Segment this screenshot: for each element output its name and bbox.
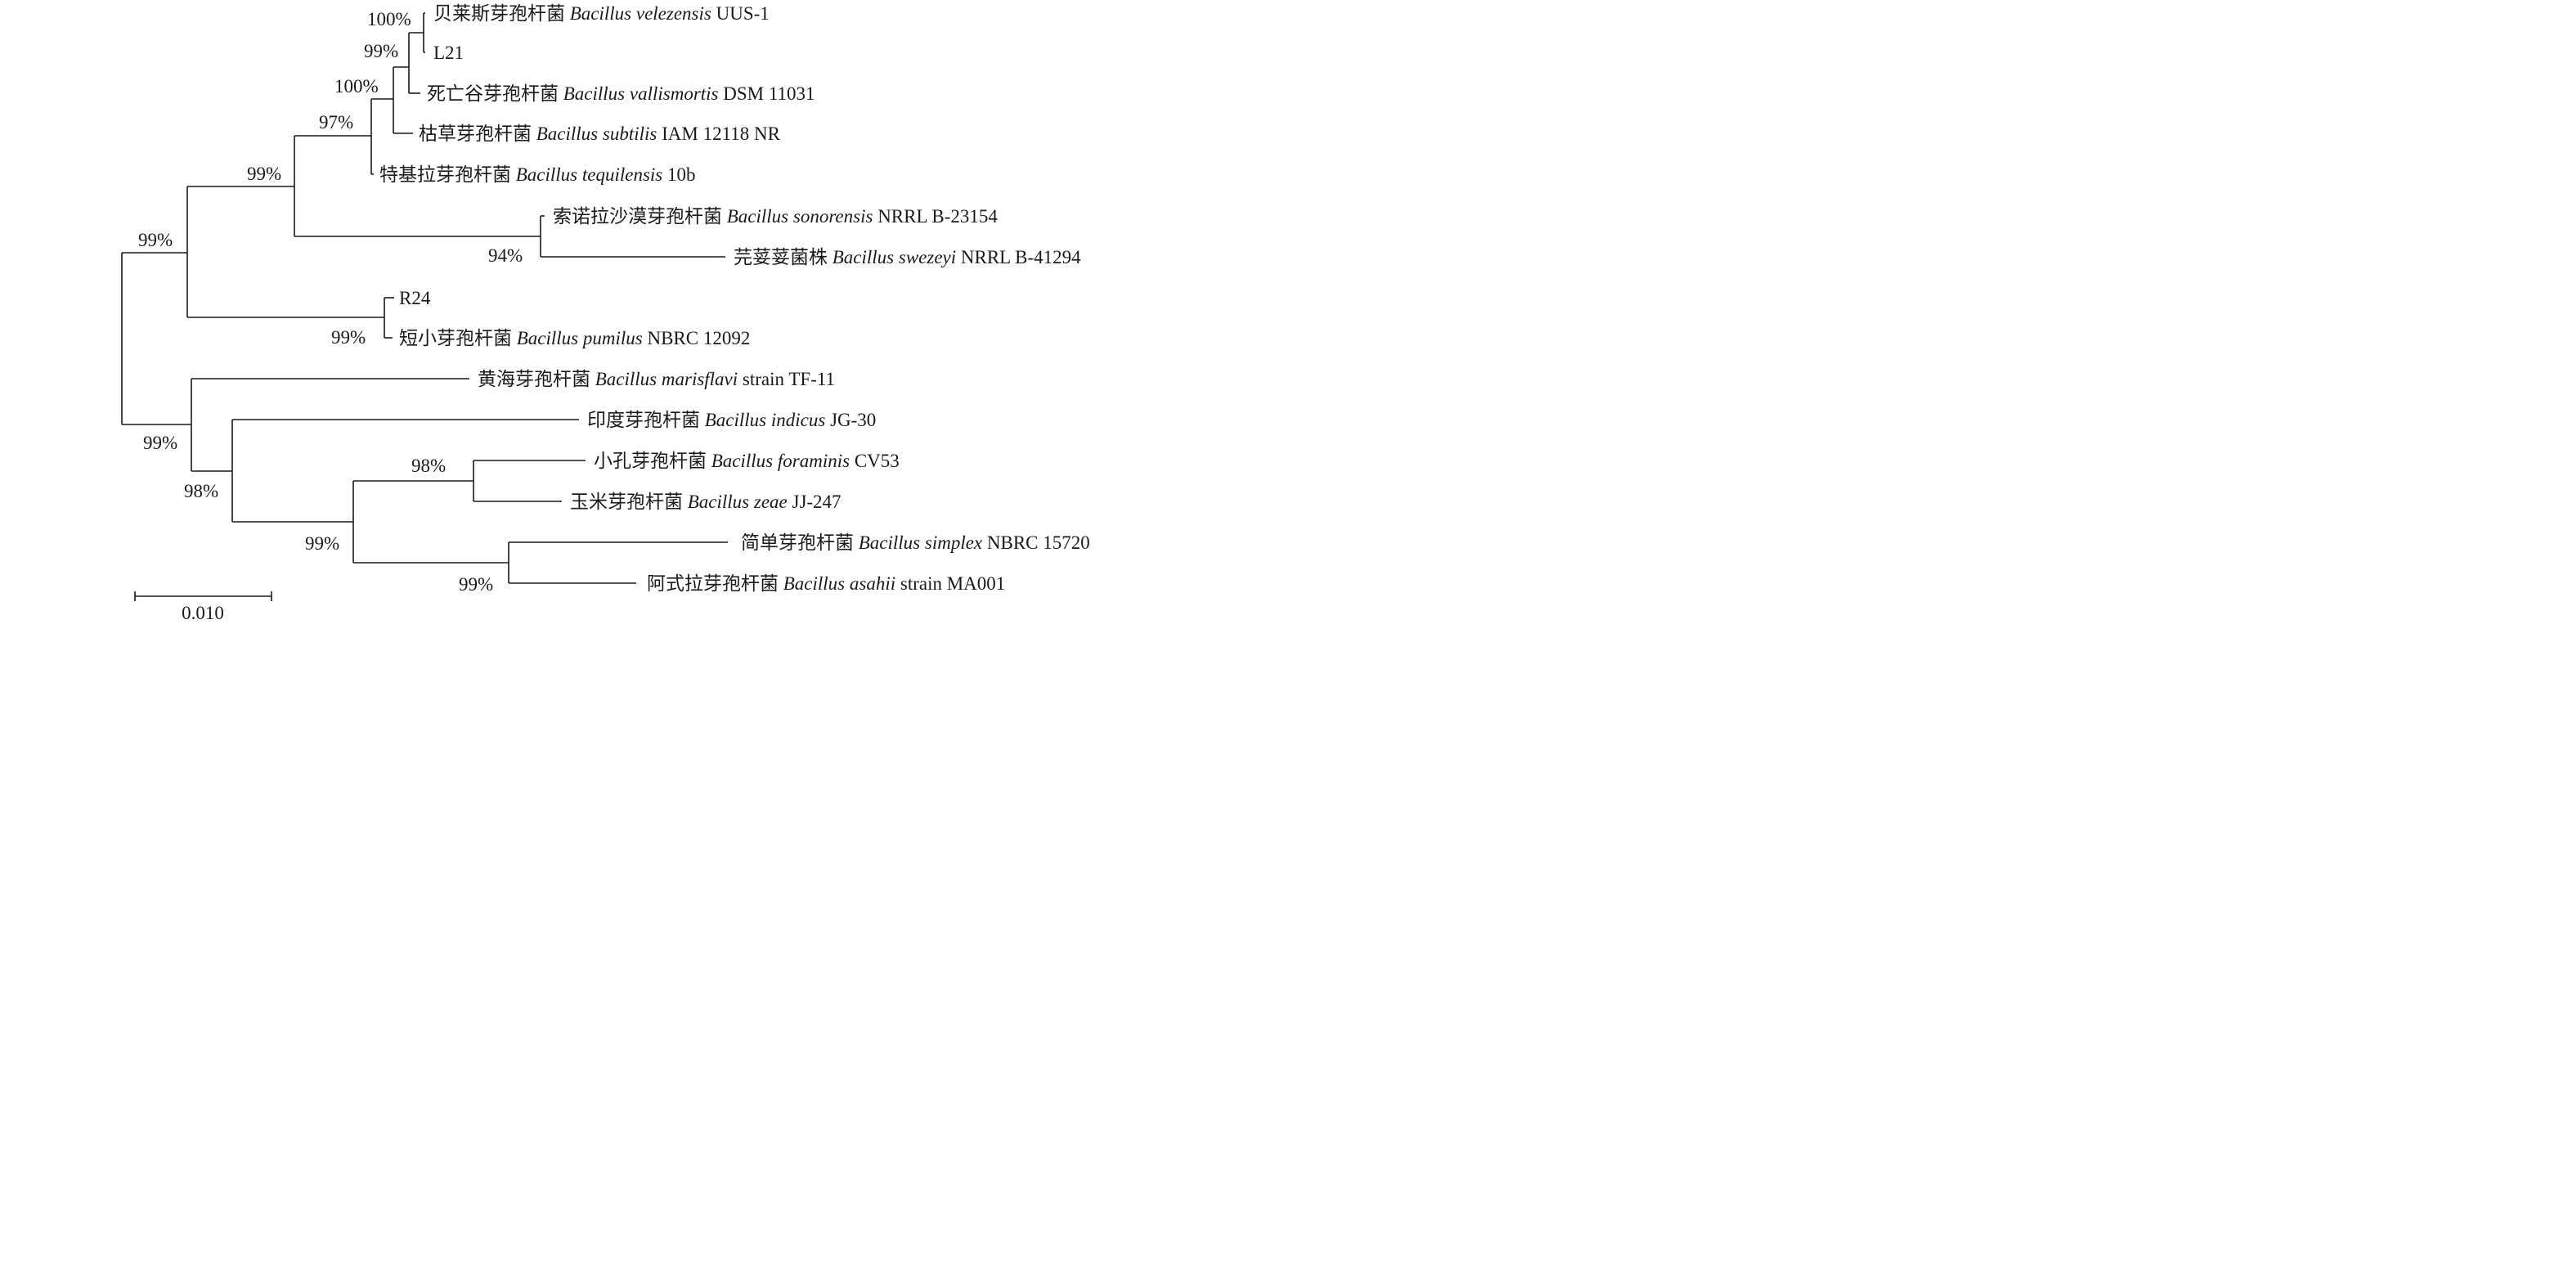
leaf-strain: strain TF-11 bbox=[743, 369, 835, 389]
bootstrap-lower-clade: 98% bbox=[184, 481, 218, 501]
leaf-strain: UUS-1 bbox=[716, 3, 770, 24]
leaf-cn-name: 枯草芽孢杆菌 bbox=[419, 124, 532, 144]
leaf-label-sonorensis: 索诺拉沙漠芽孢杆菌 Bacillus sonorensis NRRL B-231… bbox=[553, 206, 998, 227]
leaf-strain: L21 bbox=[433, 43, 464, 63]
phylogenetic-tree: 贝莱斯芽孢杆菌 Bacillus velezensis UUS-1 L21 死亡… bbox=[121, 3, 1090, 623]
leaf-label-marisflavi: 黄海芽孢杆菌 Bacillus marisflavi strain TF-11 bbox=[478, 369, 835, 389]
bootstrap-uus1-l21: 100% bbox=[367, 9, 411, 29]
leaf-species-name: Bacillus vallismortis bbox=[563, 83, 719, 104]
leaf-strain: NRRL B-41294 bbox=[961, 247, 1081, 267]
leaf-strain: NBRC 12092 bbox=[647, 328, 750, 348]
leaf-strain: NBRC 15720 bbox=[987, 532, 1090, 553]
leaf-cn-name: 贝莱斯芽孢杆菌 bbox=[433, 3, 565, 24]
leaf-species-name: Bacillus pumilus bbox=[517, 328, 643, 348]
leaf-cn-name: 特基拉芽孢杆菌 bbox=[379, 164, 511, 185]
leaf-species-name: Bacillus tequilensis bbox=[516, 164, 663, 185]
tree-branches bbox=[121, 12, 728, 601]
bootstrap-l21-vallismortis: 99% bbox=[364, 41, 398, 61]
leaf-strain: NRRL B-23154 bbox=[877, 206, 998, 227]
leaf-label-zeae: 玉米芽孢杆菌 Bacillus zeae JJ-247 bbox=[570, 492, 841, 512]
bootstrap-root: 99% bbox=[143, 433, 177, 453]
leaf-species-name: Bacillus marisflavi bbox=[595, 369, 738, 389]
leaf-label-tequilensis: 特基拉芽孢杆菌 Bacillus tequilensis 10b bbox=[379, 164, 696, 185]
leaf-cn-name: 简单芽孢杆菌 bbox=[741, 532, 854, 553]
leaf-label-foraminis: 小孔芽孢杆菌 Bacillus foraminis CV53 bbox=[594, 451, 900, 471]
leaf-cn-name: 芫荽荽菌株 bbox=[734, 247, 828, 267]
leaf-label-r24: R24 bbox=[399, 288, 431, 308]
leaf-cn-name: 死亡谷芽孢杆菌 bbox=[427, 83, 559, 104]
leaf-label-l21: L21 bbox=[433, 43, 464, 63]
leaf-strain: IAM 12118 NR bbox=[662, 124, 780, 144]
leaf-species-name: Bacillus foraminis bbox=[711, 451, 850, 471]
bootstrap-simplex-group: 99% bbox=[305, 533, 339, 554]
bootstrap-subtilis-group: 99% bbox=[247, 164, 281, 184]
leaf-species-name: Bacillus asahii bbox=[783, 573, 895, 594]
leaf-strain: R24 bbox=[399, 288, 431, 308]
leaf-label-subtilis: 枯草芽孢杆菌 Bacillus subtilis IAM 12118 NR bbox=[419, 124, 781, 144]
leaf-species-name: Bacillus sonorensis bbox=[727, 206, 873, 227]
leaf-cn-name: 阿式拉芽孢杆菌 bbox=[647, 573, 779, 594]
leaf-strain: strain MA001 bbox=[900, 573, 1005, 594]
leaf-label-uus1: 贝莱斯芽孢杆菌 Bacillus velezensis UUS-1 bbox=[433, 3, 770, 24]
leaf-species-name: Bacillus indicus bbox=[705, 410, 826, 430]
leaf-strain: JJ-247 bbox=[792, 492, 841, 512]
leaf-cn-name: 短小芽孢杆菌 bbox=[399, 328, 512, 348]
leaf-cn-name: 玉米芽孢杆菌 bbox=[570, 492, 683, 512]
scale-bar-label: 0.010 bbox=[182, 603, 224, 623]
bootstrap-foraminis-node: 98% bbox=[411, 456, 446, 476]
leaf-label-simplex: 简单芽孢杆菌 Bacillus simplex NBRC 15720 bbox=[741, 532, 1090, 553]
leaf-label-vallismortis: 死亡谷芽孢杆菌 Bacillus vallismortis DSM 11031 bbox=[427, 83, 815, 104]
bootstrap-upper-clade: 99% bbox=[138, 230, 173, 250]
leaf-species-name: Bacillus velezensis bbox=[570, 3, 711, 24]
bootstrap-simplex-node: 99% bbox=[459, 574, 493, 595]
leaf-species-name: Bacillus swezeyi bbox=[832, 247, 956, 267]
leaf-label-swezeyi: 芫荽荽菌株 Bacillus swezeyi NRRL B-41294 bbox=[734, 247, 1081, 267]
leaf-strain: DSM 11031 bbox=[723, 83, 815, 104]
bootstrap-sonorensis-node: 94% bbox=[488, 245, 523, 266]
leaf-species-name: Bacillus zeae bbox=[688, 492, 788, 512]
leaf-cn-name: 小孔芽孢杆菌 bbox=[594, 451, 707, 471]
leaf-cn-name: 印度芽孢杆菌 bbox=[587, 410, 700, 430]
bootstrap-tequilensis-node: 97% bbox=[319, 112, 353, 132]
leaf-label-asahii: 阿式拉芽孢杆菌 Bacillus asahii strain MA001 bbox=[647, 573, 1005, 594]
bootstrap-subtilis-node: 100% bbox=[334, 76, 379, 97]
leaf-species-name: Bacillus simplex bbox=[859, 532, 983, 553]
bootstrap-values: 100% 99% 100% 97% 99% 94% 99% 99% 99% 98… bbox=[138, 9, 523, 595]
leaf-strain: 10b bbox=[667, 164, 696, 185]
bootstrap-pumilus-node: 99% bbox=[331, 327, 366, 348]
leaf-strain: JG-30 bbox=[830, 410, 876, 430]
leaf-species-name: Bacillus subtilis bbox=[536, 124, 657, 144]
leaf-labels: 贝莱斯芽孢杆菌 Bacillus velezensis UUS-1 L21 死亡… bbox=[379, 3, 1090, 594]
leaf-strain: CV53 bbox=[855, 451, 900, 471]
leaf-cn-name: 索诺拉沙漠芽孢杆菌 bbox=[553, 206, 722, 227]
leaf-label-pumilus: 短小芽孢杆菌 Bacillus pumilus NBRC 12092 bbox=[399, 328, 750, 348]
leaf-cn-name: 黄海芽孢杆菌 bbox=[478, 369, 590, 389]
leaf-label-indicus: 印度芽孢杆菌 Bacillus indicus JG-30 bbox=[587, 410, 876, 430]
